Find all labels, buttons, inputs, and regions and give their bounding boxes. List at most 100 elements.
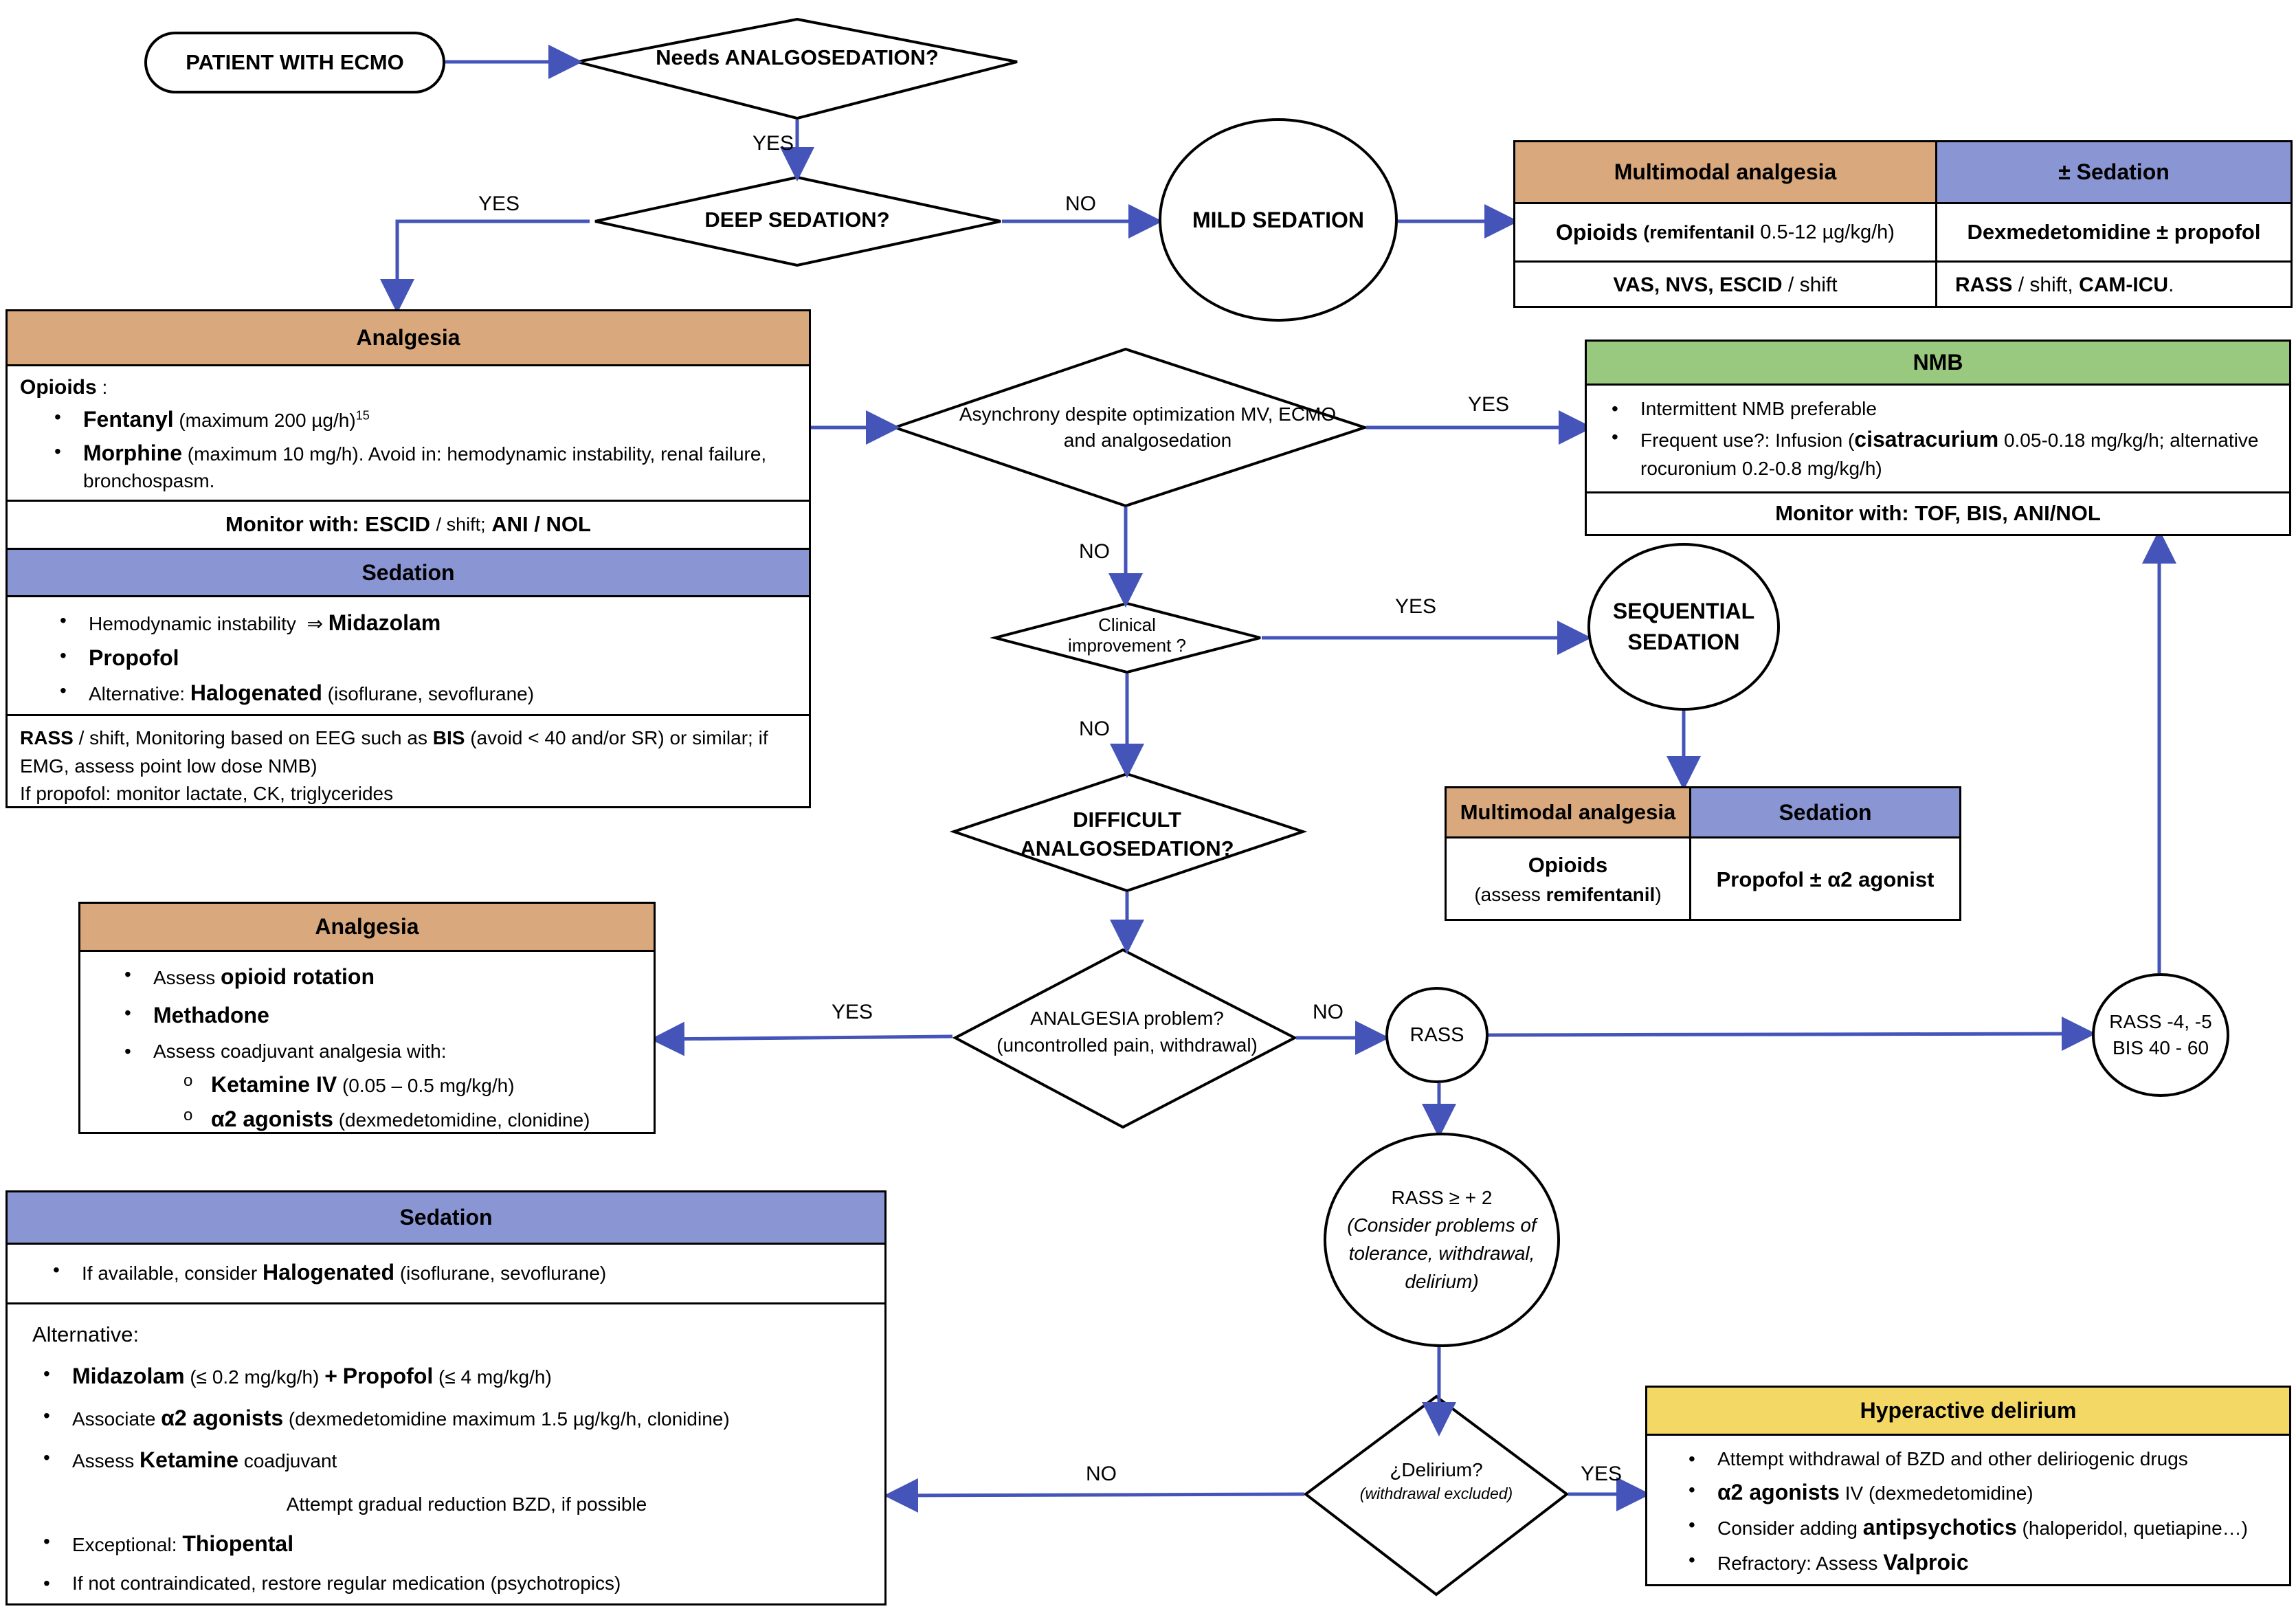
deep-diamond xyxy=(594,175,1001,267)
coadjuvant-label: coadjuvant xyxy=(243,1450,337,1472)
edge-label-yes: YES xyxy=(1395,595,1437,618)
analgesia-problem-node: ANALGESIA problem? (uncontrolled pain, w… xyxy=(990,1005,1264,1058)
needs-diamond xyxy=(577,17,1018,120)
edge-label-yes: YES xyxy=(753,132,794,155)
a2-associate-item: Associate α2 agonists (dexmedetomidine m… xyxy=(43,1397,872,1439)
rass-node: RASS xyxy=(1385,987,1489,1083)
mild-sedation-label: MILD SEDATION xyxy=(1192,207,1365,232)
cisatracurium-label: cisatracurium xyxy=(1854,426,1999,452)
arrow-delirium-sedation xyxy=(884,1478,1305,1513)
assess-label: Assess xyxy=(153,967,216,988)
clinical-diamond xyxy=(990,601,1261,674)
ketamine-item: Ketamine IV (0.05 – 0.5 mg/kg/h) xyxy=(183,1068,641,1102)
nmb-infusion-doses: 0.05-0.18 mg/kg/h; alternative rocuroniu… xyxy=(1640,429,2259,479)
deep-analgesia-header: Analgesia xyxy=(8,311,809,366)
mild-sedation-table: Multimodal analgesia ± Sedation Opioids … xyxy=(1513,140,2293,308)
mild-opioids-label: Opioids xyxy=(1556,219,1638,245)
propofol-item: Propofol xyxy=(60,641,796,676)
exceptional-label: Exceptional: xyxy=(72,1533,177,1555)
delirium-header: Hyperactive delirium xyxy=(1647,1388,2289,1436)
deep-monitor-row: Monitor with: ESCID / shift; ANI / NOL xyxy=(8,500,809,548)
restore-medication-item: If not contraindicated, restore regular … xyxy=(43,1565,872,1602)
opioid-rotation-item: Assess opioid rotation xyxy=(124,957,641,996)
bis-detail: (avoid < 40 and/or SR) or similar; if EM… xyxy=(20,727,768,777)
rass-deep-label: RASS -4, -5 xyxy=(2109,1011,2212,1033)
analgesia-problem-label: ANALGESIA problem? xyxy=(1030,1008,1224,1029)
analgesia-problem-detail: (uncontrolled pain, withdrawal) xyxy=(996,1034,1258,1056)
rass-agitation-node: RASS ≥ + 2 (Consider problems of toleran… xyxy=(1324,1133,1560,1347)
bis-target-label: BIS 40 - 60 xyxy=(2112,1037,2209,1058)
thiopental-label: Thiopental xyxy=(182,1531,294,1556)
methadone-item: Methadone xyxy=(124,996,641,1034)
morphine-label: Morphine xyxy=(83,441,182,465)
midazolam-dose: (≤ 0.2 mg/kg/h) xyxy=(190,1366,320,1388)
mild-cam-icu: CAM-ICU xyxy=(2079,274,2169,296)
nmb-intermittent: Intermittent NMB preferable xyxy=(1612,395,2277,423)
patient-node-label: PATIENT WITH ECMO xyxy=(186,50,404,74)
alternative-label: Alternative: xyxy=(89,683,186,705)
hemodynamic-text: Hemodynamic instability xyxy=(89,613,296,634)
delirium-question-node: ¿Delirium? (withdrawal excluded) xyxy=(1340,1457,1532,1504)
edge-label-yes: YES xyxy=(832,1001,873,1023)
rass-deep-node: RASS -4, -5 BIS 40 - 60 xyxy=(2092,973,2229,1097)
mild-opioids-dose: 0.5-12 µg/kg/h) xyxy=(1760,221,1895,243)
hemodynamic-item: Hemodynamic instability ⇒ Midazolam xyxy=(60,605,796,641)
deep-sedation-monitoring: RASS / shift, Monitoring based on EEG su… xyxy=(8,714,809,806)
valproic-label: Valproic xyxy=(1883,1550,1969,1575)
sequential-opioids-label: Opioids xyxy=(1528,853,1608,878)
sequential-remifentanil-line: (assess remifentanil) xyxy=(1474,881,1661,909)
asynchrony-node-label: Asynchrony despite optimization MV, ECMO… xyxy=(959,403,1337,451)
difficult-node-label: DIFFICULT ANALGOSEDATION? xyxy=(1020,808,1234,860)
nmb-box: NMB Intermittent NMB preferable Frequent… xyxy=(1585,340,2291,536)
halogenated-label: Halogenated xyxy=(263,1260,395,1285)
difficult-analgesia-items: Assess opioid rotation Methadone Assess … xyxy=(80,952,654,1143)
sequential-sedation-node: SEQUENTIAL SEDATION xyxy=(1587,543,1780,711)
delirium-items: Attempt withdrawal of BZD and other deli… xyxy=(1647,1436,2289,1587)
difficult-sedation-header: Sedation xyxy=(8,1192,884,1245)
alternative-section: Alternative: Midazolam (≤ 0.2 mg/kg/h) +… xyxy=(8,1302,884,1609)
arrow-problem-analgesia xyxy=(650,1021,953,1056)
mild-sedation-drugs: Dexmedetomidine ± propofol xyxy=(1967,220,2261,244)
withdraw-bzd-item: Attempt withdrawal of BZD and other deli… xyxy=(1688,1444,2277,1475)
coadjuvant-item: Assess coadjuvant analgesia with: xyxy=(124,1034,641,1068)
needs-node-label: Needs ANALGOSEDATION? xyxy=(656,45,939,69)
sequential-opioids-cell: Opioids (assess remifentanil) xyxy=(1447,838,1691,921)
propofol-monitoring: If propofol: monitor lactate, CK, trigly… xyxy=(20,783,394,805)
sequential-analgesia-header: Multimodal analgesia xyxy=(1447,788,1691,836)
mild-period: . xyxy=(2168,274,2174,296)
edge-label-yes: YES xyxy=(1581,1463,1623,1485)
ketamine-label: Ketamine IV xyxy=(211,1072,337,1097)
morphine-detail: (maximum 10 mg/h). Avoid in: hemodynamic… xyxy=(83,443,767,492)
deep-sedation-box: Analgesia Opioids : Fentanyl (maximum 20… xyxy=(5,309,811,808)
fentanyl-reference: 15 xyxy=(355,408,370,423)
hyperactive-delirium-box: Hyperactive delirium Attempt withdrawal … xyxy=(1645,1386,2291,1586)
morphine-item: Morphine (maximum 10 mg/h). Avoid in: he… xyxy=(54,438,796,494)
nmb-header: NMB xyxy=(1587,342,2289,386)
mild-analgesia-scales: VAS, NVS, ESCID xyxy=(1613,274,1783,296)
delirium-question-label: ¿Delirium? xyxy=(1390,1459,1483,1480)
clinical-node-label: Clinical improvement ? xyxy=(1068,614,1186,656)
edge-label-no: NO xyxy=(1079,540,1110,563)
bzd-reduction-note: Attempt gradual reduction BZD, if possib… xyxy=(286,1493,647,1515)
ketamine-dose: (0.05 – 0.5 mg/kg/h) xyxy=(342,1075,515,1096)
delirium-question-note: (withdrawal excluded) xyxy=(1359,1484,1513,1502)
assess-text: (assess xyxy=(1474,884,1541,906)
rass-agitation-label: RASS ≥ + 2 xyxy=(1391,1186,1493,1208)
monitor-ani-nol: ANI / NOL xyxy=(491,512,591,537)
midazolam-label: Midazolam xyxy=(328,610,441,635)
monitor-escid: ESCID xyxy=(365,512,430,537)
refractory-label: Refractory: Assess xyxy=(1717,1553,1878,1575)
methadone-label: Methadone xyxy=(153,1003,269,1027)
antipsychotics-item: Consider adding antipsychotics (haloperi… xyxy=(1688,1510,2277,1545)
propofol-label: Propofol xyxy=(342,1363,434,1388)
midazolam-label: Midazolam xyxy=(72,1363,185,1388)
mild-sedation-node: MILD SEDATION xyxy=(1159,118,1398,322)
propofol-dose: (≤ 4 mg/kg/h) xyxy=(438,1366,552,1388)
monitor-shift: / shift; xyxy=(436,514,486,535)
antipsychotics-label: antipsychotics xyxy=(1862,1514,2017,1540)
sequential-sedation-drugs: Propofol ± α2 agonist xyxy=(1716,867,1935,891)
nmb-infusion: Frequent use?: Infusion (cisatracurium 0… xyxy=(1612,423,2277,483)
deep-sedation-drugs: Hemodynamic instability ⇒ Midazolam Prop… xyxy=(8,597,809,714)
mild-analgesia-header: Multimodal analgesia xyxy=(1515,142,1937,204)
